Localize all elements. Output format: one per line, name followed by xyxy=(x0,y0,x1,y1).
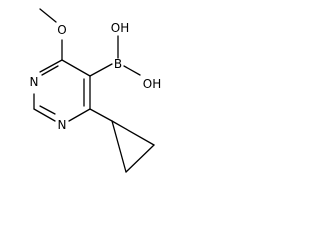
bond-c4-c5 xyxy=(61,59,91,77)
bond-c6-cyclopropyl xyxy=(89,108,113,122)
bond-cyclopropyl-b xyxy=(111,120,127,173)
molecule-diagram: O B OH OH N N xyxy=(30,8,161,173)
atom-n-bottom: N xyxy=(58,118,67,132)
bond-n1-c6 xyxy=(68,108,91,122)
atom-oh-top: OH xyxy=(111,21,129,35)
bond-c2-n1 xyxy=(33,108,56,122)
atom-n-left: N xyxy=(30,75,39,89)
bond-c2-n1-double xyxy=(39,105,56,115)
bond-c5-b xyxy=(89,63,113,77)
atom-oh-right: OH xyxy=(143,77,161,91)
bond-b-oh-right xyxy=(123,65,141,76)
bond-cyclopropyl-c xyxy=(125,144,155,173)
bond-c4-n3 xyxy=(39,59,63,73)
bond-cyclopropyl-a xyxy=(111,120,155,146)
atom-o-methoxy: O xyxy=(57,23,66,37)
structure-canvas: O B OH OH N N xyxy=(0,0,164,184)
bond-c4-n3-double xyxy=(41,65,59,76)
bond-methyl-o xyxy=(39,8,57,23)
atom-b: B xyxy=(114,57,122,71)
